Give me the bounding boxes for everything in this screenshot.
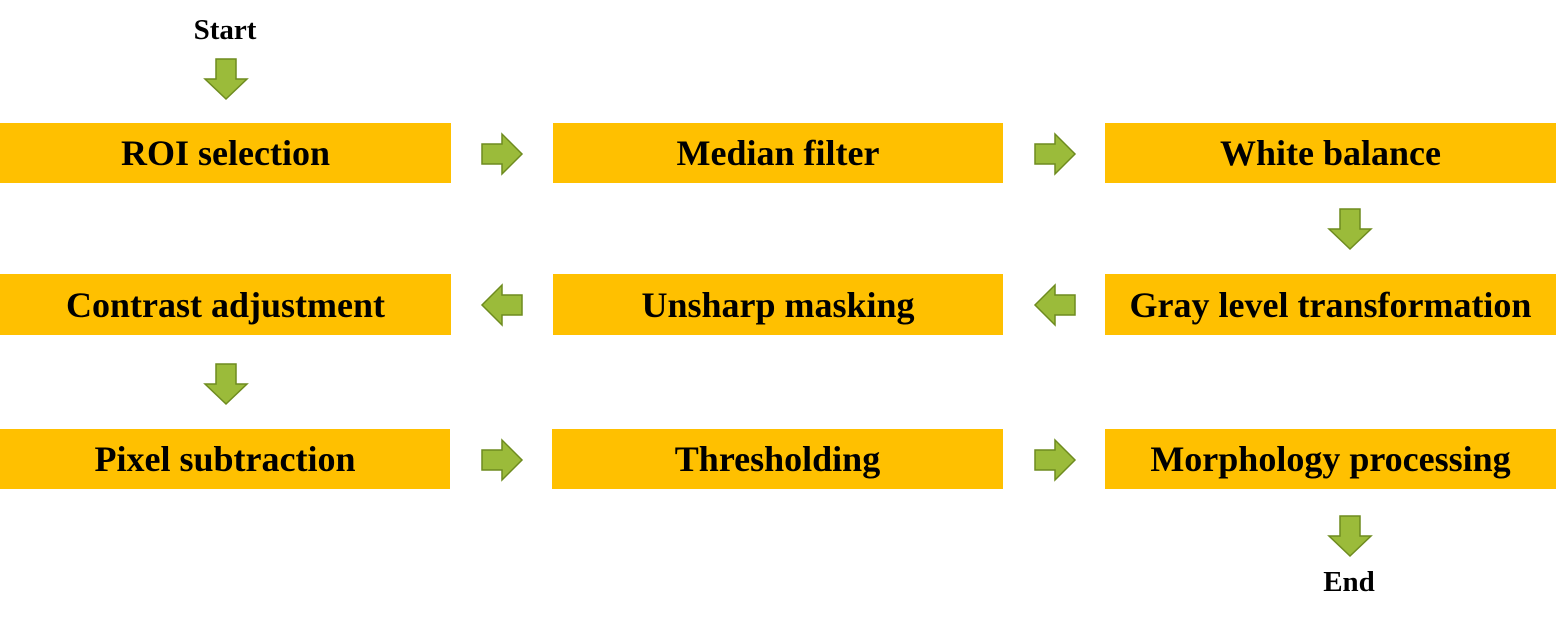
step-morphology-processing: Morphology processing [1105, 429, 1556, 489]
arrow-shape [481, 438, 524, 482]
step-white-balance: White balance [1105, 123, 1556, 183]
end-label: End [1323, 566, 1375, 598]
block-arrow-right-icon [481, 438, 524, 482]
arrow-shape [480, 283, 523, 327]
block-arrow-right-icon [1034, 438, 1077, 482]
step-thresholding: Thresholding [552, 429, 1003, 489]
block-arrow-left-icon [1033, 283, 1076, 327]
block-arrow-right-icon [481, 132, 524, 176]
block-arrow-down-icon [1327, 515, 1373, 558]
arrow-shape [203, 58, 249, 101]
step-contrast-adjustment: Contrast adjustment [0, 274, 451, 335]
arrow-shape [1034, 132, 1077, 176]
arrow-shape [1034, 438, 1077, 482]
arrow-shape [203, 363, 249, 406]
step-gray-level-transformation: Gray level transformation [1105, 274, 1556, 335]
block-arrow-down-icon [203, 58, 249, 101]
step-median-filter: Median filter [553, 123, 1003, 183]
block-arrow-down-icon [1327, 208, 1373, 251]
block-arrow-down-icon [203, 363, 249, 406]
arrow-shape [1033, 283, 1076, 327]
block-arrow-right-icon [1034, 132, 1077, 176]
arrow-shape [1327, 208, 1373, 251]
step-pixel-subtraction: Pixel subtraction [0, 429, 450, 489]
block-arrow-left-icon [480, 283, 523, 327]
step-roi-selection: ROI selection [0, 123, 451, 183]
arrow-shape [1327, 515, 1373, 558]
start-label: Start [193, 14, 257, 46]
arrow-shape [481, 132, 524, 176]
step-unsharp-masking: Unsharp masking [553, 274, 1003, 335]
